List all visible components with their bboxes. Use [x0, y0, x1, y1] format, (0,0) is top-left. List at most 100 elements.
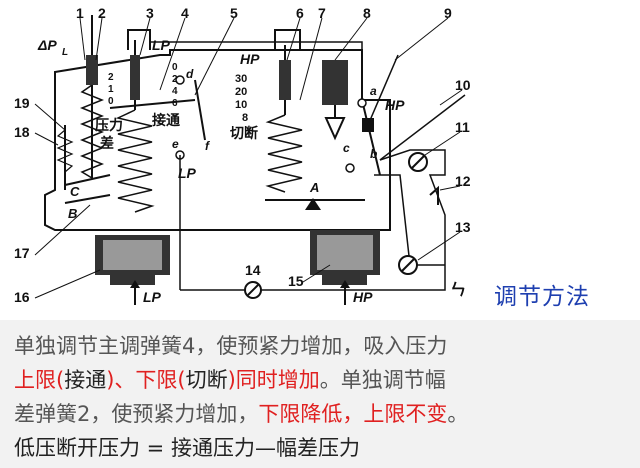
label-lp-bottom: LP [143, 289, 162, 305]
pressure-controller-diagram: 1 2 3 4 5 6 7 8 9 10 11 12 13 14 15 16 1… [14, 5, 471, 305]
caption-line3-tail: 。 [447, 402, 469, 426]
lever-10 [379, 94, 466, 161]
scale-hp-20: 20 [235, 86, 247, 98]
caption-connect: 接通 [64, 368, 107, 392]
label-pressure-diff-2: 差 [100, 135, 114, 151]
scale-mid-2: 2 [172, 74, 178, 85]
callout-3: 3 [146, 5, 154, 21]
contact-c [345, 163, 355, 173]
caption-line3-head: 差弹簧2，使预紧力增加， [14, 402, 259, 426]
callout-11: 11 [455, 119, 470, 135]
main-lever [109, 99, 196, 109]
label-dp: ΔP [37, 37, 57, 53]
label-hp-bottom: HP [353, 289, 373, 305]
link-b [64, 194, 111, 204]
lp-arrow-head [130, 280, 140, 288]
caption-line-1: 单独调节主调弹簧4，使预紧力增加，吸入压力 [14, 334, 448, 358]
callout-5: 5 [230, 5, 238, 21]
caption-line-2: 上限(接通)、下限(切断)同时增加。单独调节幅 [14, 364, 446, 394]
callout-6: 6 [296, 5, 304, 21]
caption-upper-limit: 上限( [14, 368, 65, 392]
label-dp-sub: L [62, 47, 68, 58]
caption-panel [0, 320, 640, 468]
main-screw [130, 55, 140, 100]
label-e: e [172, 137, 179, 151]
callout-14: 14 [245, 262, 261, 278]
leader-lines [34, 17, 463, 299]
circuit-wire-2 [374, 174, 445, 266]
label-a: a [370, 84, 377, 98]
scale-mid-6: 6 [172, 98, 178, 109]
lamp-14-cross [247, 284, 259, 296]
callout-1: 1 [76, 5, 84, 21]
label-c: c [343, 141, 350, 155]
caption-lower-limit: )、下限( [106, 368, 186, 392]
scale-hp-10: 10 [235, 99, 247, 111]
label-hp-right: HP [385, 97, 405, 113]
lp-bellows [95, 235, 170, 285]
scale-hp-30: 30 [235, 73, 247, 85]
callout-9: 9 [444, 5, 452, 21]
lamp-11-cross [411, 155, 425, 169]
main-spring [115, 109, 155, 213]
hp-channel [274, 29, 301, 50]
top-rail [150, 41, 363, 100]
method-title: 调节方法 [494, 284, 590, 310]
callout-19: 19 [14, 95, 30, 111]
scale-mid-4: 4 [172, 86, 178, 97]
callout-18: 18 [14, 124, 30, 140]
caption-increase-together: 同时增加 [235, 368, 320, 392]
arrow-8 [324, 117, 346, 141]
label-B: B [68, 206, 77, 221]
scale-left-2: 2 [108, 72, 114, 83]
lp-channel [127, 29, 151, 50]
callout-16: 16 [14, 289, 30, 305]
label-lp-side: LP [178, 165, 197, 181]
label-lp-top: LP [152, 37, 171, 53]
diff-spring [79, 84, 105, 179]
caption-line2-tail: 。单独调节幅 [319, 368, 446, 392]
housing-outline [44, 49, 391, 231]
hp-screw [279, 60, 291, 100]
caption-cutoff: 切断 [185, 368, 228, 392]
label-cutoff: 切断 [230, 125, 258, 141]
scale-left-1: 1 [108, 84, 114, 95]
label-hp-top: HP [240, 51, 260, 67]
callout-7: 7 [318, 5, 326, 21]
caption-line-3: 差弹簧2，使预紧力增加，下限降低，上限不变。 [14, 398, 468, 428]
diff-screw [86, 55, 98, 85]
contact-arm-right [361, 99, 381, 176]
hp-arrow-head [340, 280, 350, 288]
spring-19 [56, 129, 74, 173]
label-connect: 接通 [152, 112, 180, 128]
callout-15: 15 [288, 273, 304, 289]
hp-spring [265, 114, 303, 193]
scale-left-0: 0 [108, 96, 114, 107]
adjuster-8 [322, 60, 348, 105]
label-f: f [205, 139, 210, 153]
contact-arm-left [194, 79, 206, 141]
label-d: d [186, 67, 194, 81]
callout-2: 2 [98, 5, 106, 21]
lamp-13-cross [401, 258, 415, 272]
hp-bellows [310, 230, 380, 285]
callout-12: 12 [455, 173, 471, 189]
label-pressure-diff-1: 压力 [95, 117, 123, 133]
callout-13: 13 [455, 219, 471, 235]
switch-12 [429, 185, 439, 205]
contact-d [175, 75, 185, 85]
scale-mid-0: 0 [172, 62, 178, 73]
callout-4: 4 [181, 5, 189, 21]
caption-lower-down-upper-same: 下限降低，上限不变 [258, 402, 448, 426]
power-symbol: ㄣ [450, 281, 466, 299]
callout-17: 17 [14, 245, 30, 261]
callout-8: 8 [363, 5, 371, 21]
label-b: b [370, 147, 377, 161]
label-A: A [309, 180, 319, 195]
contact-a [357, 98, 367, 108]
caption-paren-close: ) [227, 368, 236, 392]
caption-line-4: 低压断开压力 = 接通压力—幅差压力 [14, 436, 360, 460]
lever-9 [367, 54, 399, 126]
link-c [64, 174, 111, 186]
fulcrum-a [305, 198, 321, 210]
